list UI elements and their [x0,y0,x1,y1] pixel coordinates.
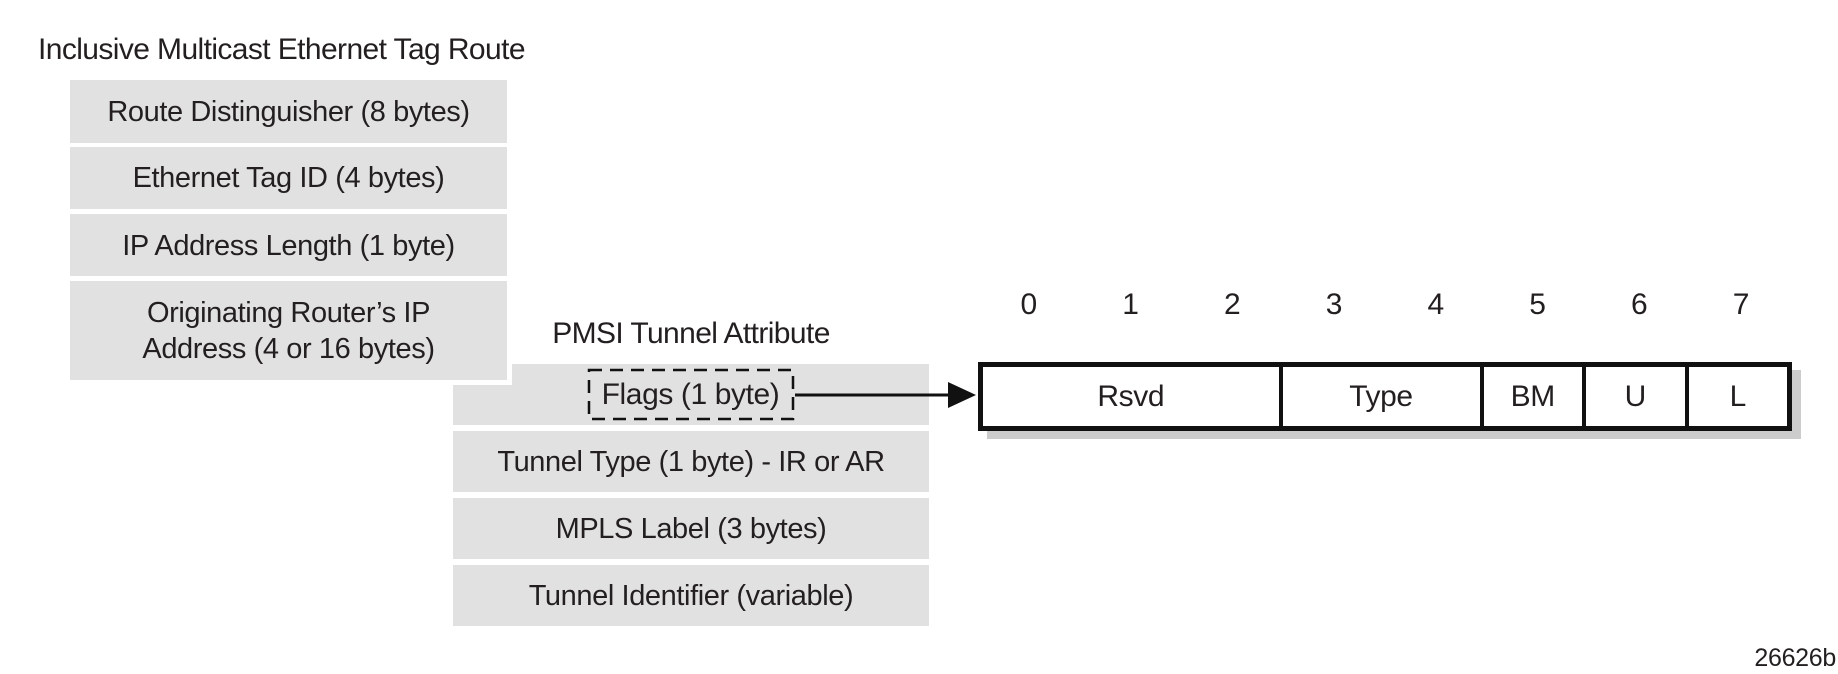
cell-label: U [1624,379,1647,413]
bitfield-cell-u: U [1582,367,1685,426]
field-label: IP Address Length (1 byte) [122,229,455,262]
bit-number-3: 3 [1325,288,1343,321]
bit-number-row: 0 1 2 3 4 5 6 7 [978,288,1792,322]
field-flags: Flags (1 byte) [588,369,793,420]
bitfield-cell-l: L [1684,367,1788,426]
bit-number-1: 1 [1122,288,1139,321]
flags-bitfield: Rsvd Type BM U L [978,362,1792,431]
field-label: Tunnel Identifier (variable) [528,579,854,612]
field-label-line1: Originating Router’s IP [146,296,431,329]
bitfield-cell-rsvd: Rsvd [983,367,1279,426]
bitfield-cell-type: Type [1278,367,1480,426]
bit-number-2: 2 [1224,288,1241,321]
bitfield-cell-bm: BM [1479,367,1583,426]
field-label: Ethernet Tag ID (4 bytes) [132,162,445,194]
bit-number-7: 7 [1732,288,1750,321]
field-originating-router-ip: Originating Router’s IP Address (4 or 16… [70,281,507,380]
figure-code: 26626b [1754,644,1836,672]
field-label: MPLS Label (3 bytes) [555,512,827,545]
imet-route-title: Inclusive Multicast Ethernet Tag Route [38,33,526,66]
field-label: Route Distinguisher (8 bytes) [107,95,470,128]
field-label: Tunnel Type (1 byte) - IR or AR [497,445,885,478]
arrow-head-icon [948,382,976,408]
cell-label: Type [1349,379,1413,413]
field-label-line2: Address (4 or 16 bytes) [142,332,435,365]
field-ip-address-length: IP Address Length (1 byte) [70,214,507,277]
cell-label: L [1729,379,1747,413]
bit-number-4: 4 [1427,288,1445,321]
cell-label: BM [1510,379,1556,413]
field-tunnel-type: Tunnel Type (1 byte) - IR or AR [453,431,929,492]
cell-label: Rsvd [1097,379,1165,413]
bit-number-6: 6 [1631,288,1648,321]
pmsi-attribute-title: PMSI Tunnel Attribute [552,317,830,350]
field-route-distinguisher: Route Distinguisher (8 bytes) [70,80,507,143]
field-ethernet-tag-id: Ethernet Tag ID (4 bytes) [70,147,507,209]
field-mpls-label: MPLS Label (3 bytes) [453,498,929,559]
bit-number-0: 0 [1020,288,1038,321]
bit-number-5: 5 [1529,288,1546,321]
field-label: Flags (1 byte) [601,377,780,411]
field-tunnel-identifier: Tunnel Identifier (variable) [453,565,929,626]
